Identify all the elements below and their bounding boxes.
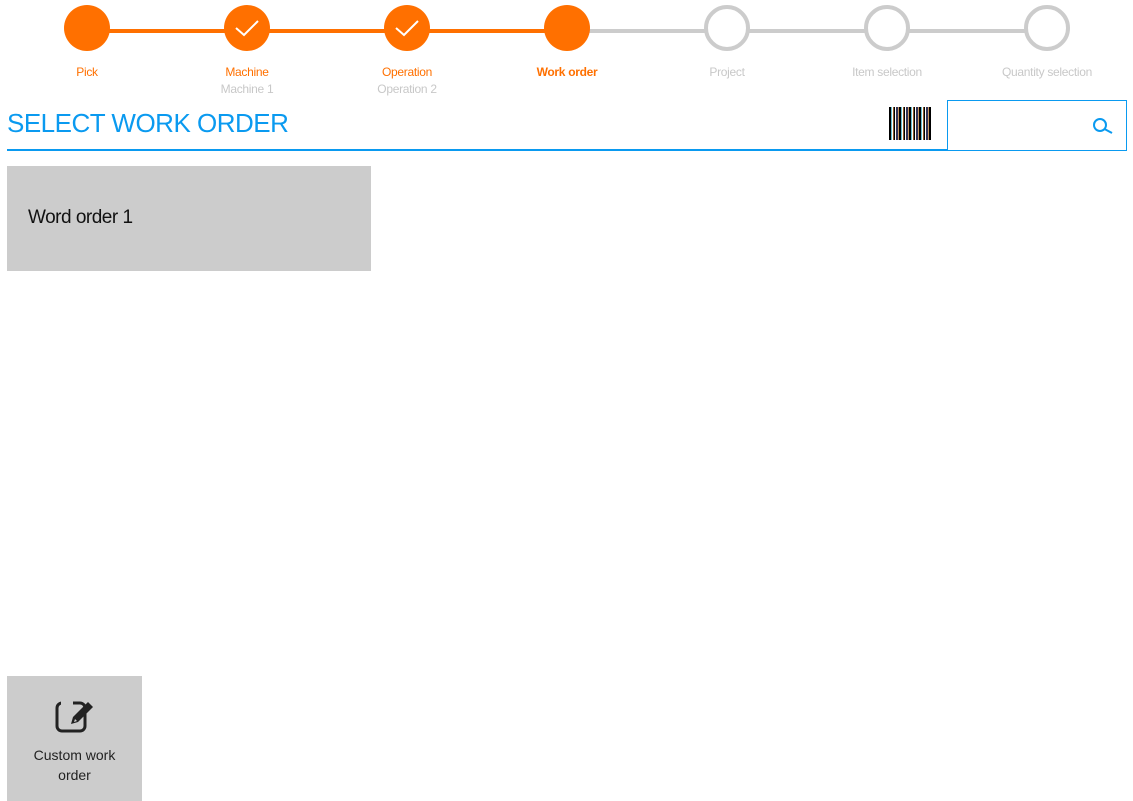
step-circle xyxy=(64,5,110,51)
work-order-label: Word order 1 xyxy=(28,207,133,228)
step-label: Pick xyxy=(76,65,98,79)
step-label: Operation xyxy=(382,65,432,79)
step-item-selection: Item selection xyxy=(807,5,967,79)
step-circle xyxy=(1024,5,1070,51)
barcode-scan-icon[interactable] xyxy=(889,107,931,140)
custom-work-order-label: Custom work order xyxy=(33,747,116,783)
step-sublabel: Operation 2 xyxy=(377,82,437,96)
step-label: Machine xyxy=(225,65,269,79)
step-label: Project xyxy=(709,65,745,79)
progress-line-remaining xyxy=(567,29,1047,33)
search-input[interactable] xyxy=(956,101,1090,149)
check-icon xyxy=(224,5,270,51)
progress-line-complete xyxy=(87,29,567,33)
custom-work-order-button[interactable]: Custom work order xyxy=(7,676,142,801)
step-circle xyxy=(864,5,910,51)
step-pick[interactable]: Pick xyxy=(7,5,167,79)
search-box[interactable] xyxy=(947,100,1127,151)
step-quantity-selection: Quantity selection xyxy=(967,5,1127,79)
step-label: Quantity selection xyxy=(1002,65,1092,79)
check-icon xyxy=(384,5,430,51)
title-divider xyxy=(7,149,1127,151)
step-sublabel: Machine 1 xyxy=(220,82,274,96)
step-label: Work order xyxy=(536,65,598,79)
step-work-order[interactable]: Work order xyxy=(487,5,647,79)
edit-icon xyxy=(55,700,93,733)
step-circle xyxy=(704,5,750,51)
step-circle xyxy=(544,5,590,51)
page-title: SELECT WORK ORDER xyxy=(7,108,289,138)
step-project: Project xyxy=(647,5,807,79)
step-label: Item selection xyxy=(852,65,922,79)
work-order-card[interactable]: Word order 1 xyxy=(7,166,371,271)
search-icon[interactable] xyxy=(1092,117,1114,135)
